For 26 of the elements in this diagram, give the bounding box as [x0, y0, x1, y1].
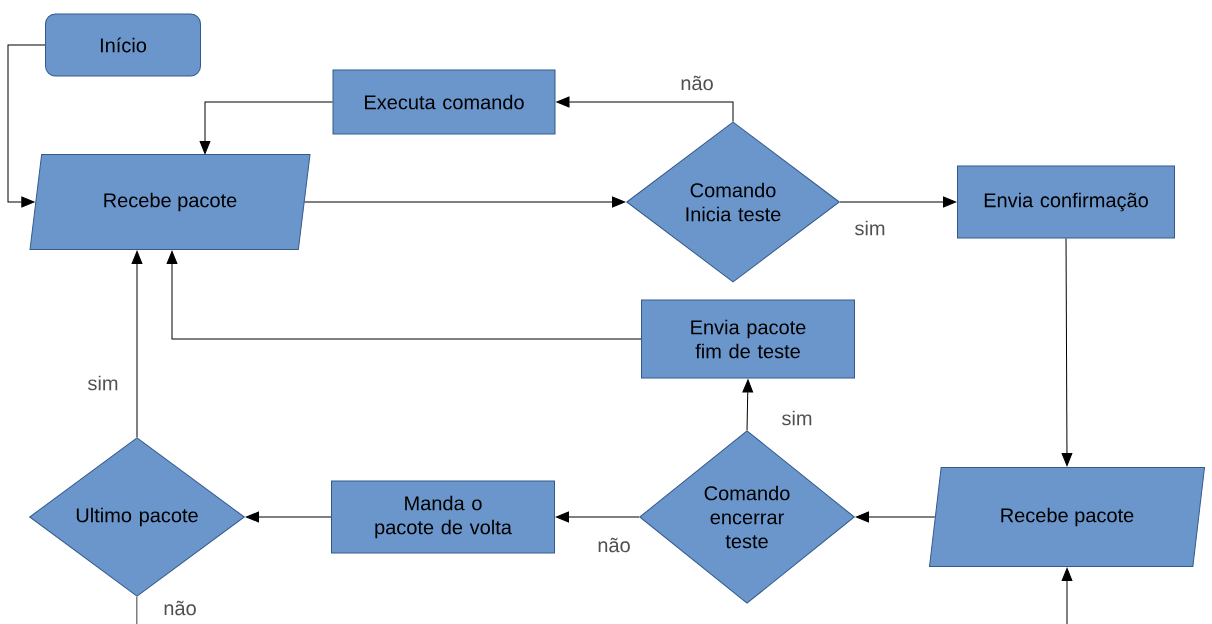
process-box: Executa comando [332, 69, 556, 135]
edge-label: não [679, 74, 715, 92]
arrow [839, 196, 957, 208]
edge-label: sim [780, 409, 814, 427]
arrow [131, 250, 143, 438]
start-box: Início [45, 13, 201, 77]
arrow [742, 379, 754, 431]
arrow [166, 250, 642, 340]
arrow [199, 101, 333, 155]
process-box: Manda o pacote de volta [331, 480, 555, 554]
edge-label: sim [86, 374, 120, 392]
process-box: Envia pacote fim de teste [641, 299, 855, 379]
input-parallelogram: Recebe pacote [29, 154, 311, 250]
process-box: Envia confirmação [957, 165, 1175, 239]
input-parallelogram: Recebe pacote [929, 467, 1205, 567]
arrow [245, 511, 332, 523]
arrow [7, 44, 46, 208]
arrow [304, 196, 626, 208]
arrow [1061, 567, 1073, 624]
arrow [555, 511, 640, 523]
arrow [1061, 238, 1073, 467]
edge-label: não [162, 599, 198, 617]
arrow [855, 511, 936, 523]
edge-label: sim [853, 219, 887, 237]
edge-label: não [596, 536, 632, 554]
arrow [556, 96, 734, 122]
